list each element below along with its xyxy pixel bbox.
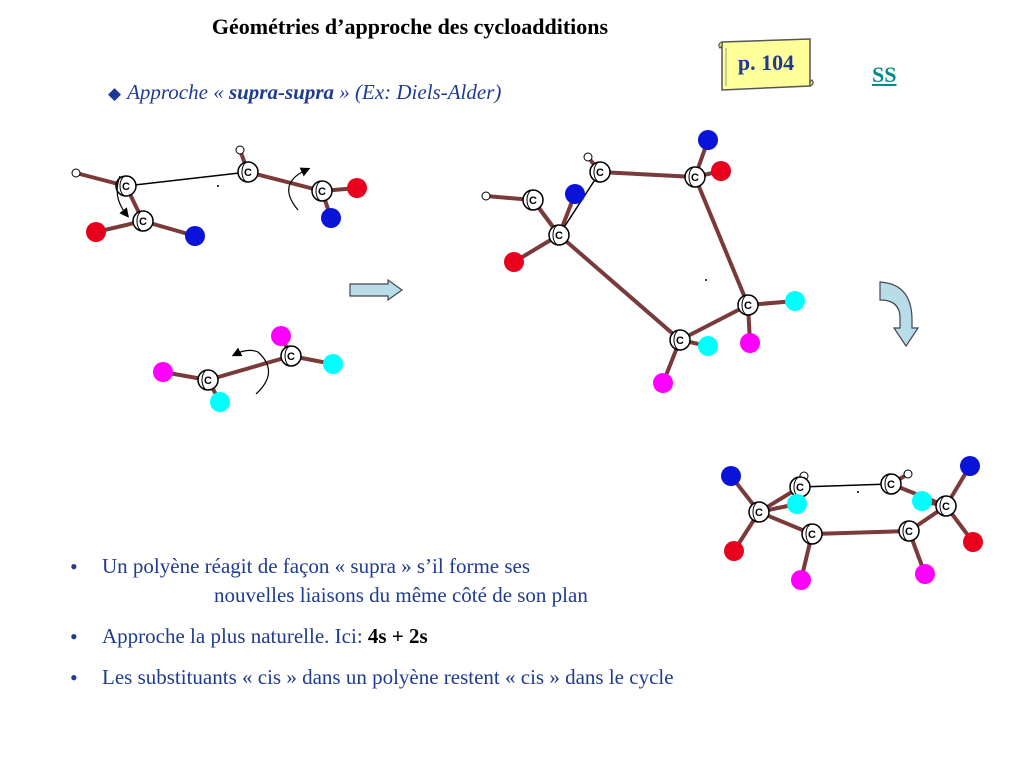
- atom-label: C: [808, 529, 816, 541]
- slide-title: Géométries d’approche des cycloadditions: [211, 14, 609, 39]
- red-substituent: [86, 222, 106, 242]
- diene-molecule: [71, 145, 367, 246]
- atom-label: C: [887, 479, 895, 491]
- block-arrow-icon: [349, 278, 404, 302]
- curved-arrow-icon: [288, 167, 311, 211]
- atom-label: C: [244, 167, 252, 179]
- red-substituent: [711, 161, 731, 181]
- cyan-substituent: [698, 336, 718, 356]
- cyan-substituent: [210, 392, 230, 412]
- blue-substituent: [185, 226, 205, 246]
- magenta-substituent: [653, 373, 673, 393]
- bullet-text: Un polyène réagit de façon « supra » s’i…: [102, 554, 531, 578]
- bullet-item: Les substituants « cis » dans un polyène…: [70, 663, 870, 692]
- block-arrow-icon: [879, 281, 920, 348]
- blue-substituent: [960, 456, 980, 476]
- atom-label: C: [596, 167, 604, 179]
- blue-substituent: [721, 466, 741, 486]
- magenta-substituent: [271, 326, 291, 346]
- curved-arrow-icon: [231, 347, 270, 395]
- atom-label: C: [691, 172, 699, 184]
- bullet-item: Approche la plus naturelle. Ici: 4s + 2s: [70, 622, 870, 651]
- magenta-substituent: [153, 362, 173, 382]
- subtitle-strong: supra-supra: [228, 80, 334, 104]
- atom-label: C: [287, 351, 295, 363]
- cyan-substituent: [785, 291, 805, 311]
- blue-substituent: [698, 130, 718, 150]
- atom-label: C: [204, 375, 212, 387]
- atom-label: C: [139, 216, 147, 228]
- subtitle-prefix: Approche «: [127, 80, 229, 104]
- magenta-substituent: [740, 333, 760, 353]
- carbon-labels: C C C C C C C C C C C C C C C C C C: [122, 167, 950, 541]
- dienophile-molecule: [153, 326, 343, 412]
- bullet-strong: 4s + 2s: [367, 624, 428, 648]
- scroll-note-icon: [718, 38, 814, 91]
- atom-label: C: [676, 335, 684, 347]
- bullet-text: Les substituants « cis » dans un polyène…: [102, 665, 674, 689]
- bullet-list: Un polyène réagit de façon « supra » s’i…: [70, 552, 870, 704]
- atom-label: C: [942, 501, 950, 513]
- red-substituent: [963, 532, 983, 552]
- page-reference-note: p. 104: [716, 36, 816, 94]
- atom-label: C: [905, 526, 913, 538]
- red-substituent: [347, 178, 367, 198]
- cyan-substituent: [323, 354, 343, 374]
- page-number: p. 104: [737, 50, 795, 75]
- magenta-substituent: [915, 564, 935, 584]
- transition-state-molecule: [481, 130, 805, 393]
- bullet-item: Un polyène réagit de façon « supra » s’i…: [70, 552, 870, 610]
- blue-substituent: [321, 208, 341, 228]
- atom-label: C: [555, 230, 563, 242]
- blue-substituent: [565, 184, 585, 204]
- ss-link[interactable]: SS: [872, 62, 897, 87]
- atom-label: C: [796, 482, 804, 494]
- atom-label: C: [744, 300, 752, 312]
- cyan-substituent: [912, 491, 932, 511]
- red-substituent: [504, 252, 524, 272]
- curved-arrow-icon: [116, 175, 129, 218]
- bullet-text: Approche la plus naturelle. Ici:: [102, 624, 368, 648]
- diamond-bullet-icon: ◆: [108, 84, 122, 103]
- bullet-text-continued: nouvelles liaisons du même côté de son p…: [214, 583, 588, 607]
- atom-label: C: [318, 186, 326, 198]
- approach-subtitle: ◆ Approche « supra-supra » (Ex: Diels-Ald…: [108, 80, 501, 105]
- atom-label: C: [755, 507, 763, 519]
- subtitle-suffix: » (Ex: Diels-Alder): [334, 80, 502, 104]
- cyan-substituent: [787, 494, 807, 514]
- atom-label: C: [529, 195, 537, 207]
- atom-label: C: [122, 181, 130, 193]
